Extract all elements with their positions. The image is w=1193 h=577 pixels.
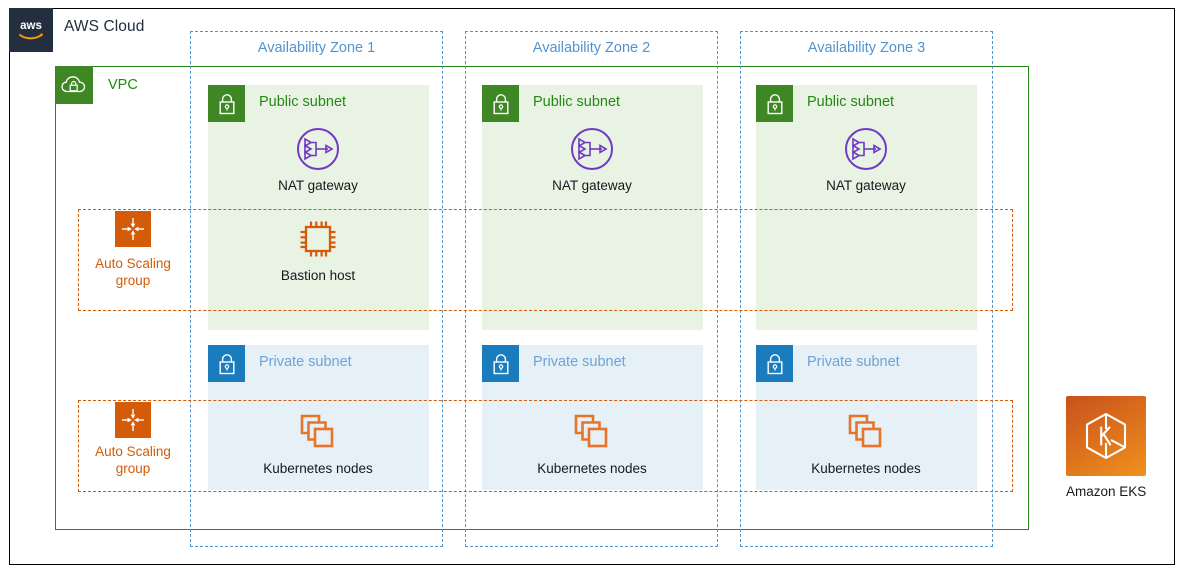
- auto-scaling-group-boundary-private: [78, 400, 1013, 492]
- availability-zone-2-label: Availability Zone 2: [532, 40, 651, 56]
- public-subnet-label-az2: Public subnet: [533, 94, 621, 110]
- amazon-eks-service: Amazon EKS: [1066, 396, 1146, 499]
- aws-cloud-boundary: [9, 8, 1175, 565]
- nat-gateway-icon: [532, 125, 652, 173]
- availability-zone-2-boundary: [465, 31, 718, 547]
- auto-scaling-group-boundary-public: [78, 209, 1013, 311]
- availability-zone-3-label: Availability Zone 3: [807, 40, 926, 56]
- private-subnet-label-az3: Private subnet: [807, 354, 900, 370]
- bastion-host-label-az1: Bastion host: [280, 268, 356, 283]
- public-subnet-padlock-icon-az2: [482, 85, 519, 122]
- auto-scaling-group-label-private: Auto Scaling group: [95, 444, 171, 476]
- private-subnet-label-az2: Private subnet: [533, 354, 626, 370]
- kubernetes-nodes-az2: Kubernetes nodes: [532, 408, 652, 476]
- bastion-host-az1: Bastion host: [258, 215, 378, 283]
- nat-gateway-az1: NAT gateway: [258, 125, 378, 193]
- public-subnet-label-az1: Public subnet: [259, 94, 347, 110]
- vpc-cloud-lock-icon: [55, 66, 93, 104]
- availability-zone-1-boundary: [190, 31, 443, 547]
- public-subnet-az3: [756, 85, 977, 330]
- public-subnet-label-az3: Public subnet: [807, 94, 895, 110]
- amazon-eks-label: Amazon EKS: [1066, 484, 1147, 499]
- auto-scaling-arrows-icon-private: [115, 402, 151, 438]
- auto-scaling-arrows-icon-public: [115, 211, 151, 247]
- kubernetes-nodes-label-az2: Kubernetes nodes: [537, 461, 647, 476]
- kubernetes-nodes-label-az1: Kubernetes nodes: [263, 461, 373, 476]
- public-subnet-az1: [208, 85, 429, 330]
- nat-gateway-az3: NAT gateway: [806, 125, 926, 193]
- aws-logo-icon: aws: [9, 8, 53, 52]
- kubernetes-nodes-az1: Kubernetes nodes: [258, 408, 378, 476]
- kubernetes-nodes-az3: Kubernetes nodes: [806, 408, 926, 476]
- private-subnet-padlock-icon-az3: [756, 345, 793, 382]
- private-subnet-padlock-icon-az1: [208, 345, 245, 382]
- kubernetes-nodes-icon: [532, 408, 652, 456]
- kubernetes-nodes-icon: [806, 408, 926, 456]
- public-subnet-padlock-icon-az3: [756, 85, 793, 122]
- nat-gateway-icon: [258, 125, 378, 173]
- svg-text:aws: aws: [20, 20, 42, 32]
- auto-scaling-group-label-public: Auto Scaling group: [95, 256, 171, 288]
- nat-gateway-label-az3: NAT gateway: [826, 178, 906, 193]
- amazon-eks-icon: [1066, 396, 1146, 476]
- availability-zone-1-label: Availability Zone 1: [257, 40, 376, 56]
- nat-gateway-icon: [806, 125, 926, 173]
- private-subnet-label-az1: Private subnet: [259, 354, 352, 370]
- vpc-boundary: [55, 66, 1029, 530]
- bastion-host-chip-icon: [258, 215, 378, 263]
- nat-gateway-label-az1: NAT gateway: [278, 178, 358, 193]
- nat-gateway-az2: NAT gateway: [532, 125, 652, 193]
- public-subnet-padlock-icon-az1: [208, 85, 245, 122]
- availability-zone-3-boundary: [740, 31, 993, 547]
- kubernetes-nodes-label-az3: Kubernetes nodes: [811, 461, 921, 476]
- vpc-label: VPC: [108, 77, 138, 93]
- kubernetes-nodes-icon: [258, 408, 378, 456]
- public-subnet-az2: [482, 85, 703, 330]
- private-subnet-padlock-icon-az2: [482, 345, 519, 382]
- aws-cloud-label: AWS Cloud: [64, 18, 145, 35]
- nat-gateway-label-az2: NAT gateway: [552, 178, 632, 193]
